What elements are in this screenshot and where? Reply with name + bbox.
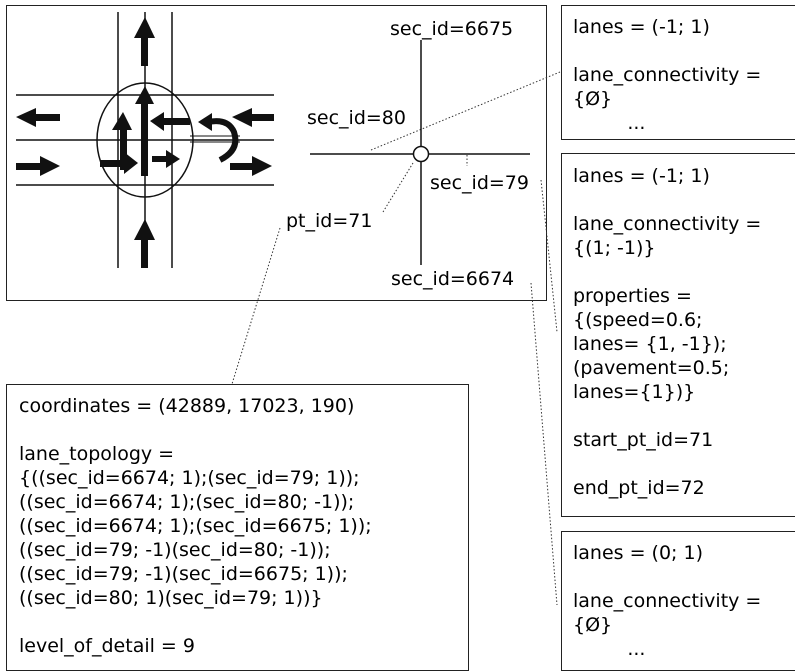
arrow-inner-left-stem (120, 125, 127, 170)
arrow-right-2-head (252, 156, 272, 176)
text-line: (pavement=0.5; (573, 357, 730, 379)
arrow-inner-left-head (112, 112, 132, 130)
text-line: lanes = (-1; 1) (573, 165, 710, 187)
text-line: ... (573, 638, 646, 660)
text-line: lane_connectivity = (573, 64, 762, 86)
info-box-pt71: coordinates = (42889, 17023, 190) lane_t… (6, 384, 469, 671)
u-turn-arrow-head (198, 113, 212, 131)
junction-ellipse (96, 82, 194, 198)
arrow-up-bottom (141, 238, 148, 268)
text-line: {Ø} (573, 614, 613, 636)
arrow-left-1 (34, 114, 60, 121)
text-line: lanes = (-1; 1) (573, 16, 710, 38)
arrow-inner-right-head (124, 152, 138, 174)
arrow-left-1-head (16, 108, 36, 127)
label-sec-6675: sec_id=6675 (390, 18, 513, 40)
text-line: lanes={1})} (573, 381, 696, 403)
arrow-up-top-head (134, 17, 155, 38)
arrow-left-2-head (232, 108, 252, 127)
text-line: {Ø} (573, 88, 613, 110)
arrow-right-2 (230, 163, 254, 170)
label-sec-6674: sec_id=6674 (391, 268, 514, 290)
text-line: ... (573, 112, 646, 134)
info-box-sec80-text: lanes = (-1; 1) lane_connectivity ={Ø} .… (573, 15, 761, 135)
text-line: {((sec_id=6674; 1);(sec_id=79; 1)); (19, 467, 360, 489)
text-line: {(1; -1)} (573, 237, 656, 259)
arrow-right-1-head (40, 156, 60, 176)
arrow-right-1 (16, 163, 42, 170)
point-node-71 (412, 145, 430, 163)
arrow-inner-left2-stem (160, 118, 190, 125)
label-pt-71: pt_id=71 (286, 210, 372, 232)
label-sec-79: sec_id=79 (430, 172, 529, 194)
text-line: ((sec_id=80; 1)(sec_id=79; 1))} (19, 587, 323, 609)
text-line (19, 610, 372, 634)
arrow-inner-turn-head (166, 150, 180, 168)
leader-pt71-node (382, 162, 414, 213)
text-line: ((sec_id=79; -1)(sec_id=6675; 1)); (19, 563, 348, 585)
info-box-sec80: lanes = (-1; 1) lane_connectivity ={Ø} .… (561, 5, 795, 140)
arrow-left-2 (250, 114, 274, 121)
text-line: level_of_detail = 9 (19, 635, 195, 657)
info-box-sec6674: lanes = (0; 1) lane_connectivity ={Ø} ..… (561, 531, 795, 671)
text-line (573, 565, 761, 589)
text-line: ((sec_id=79; -1)(sec_id=80; -1)); (19, 539, 331, 561)
text-line: lane_connectivity = (573, 590, 762, 612)
leader-lines (231, 71, 561, 606)
arrow-inner-left2-head (150, 112, 164, 131)
leader-sec80 (370, 71, 561, 151)
text-line: start_pt_id=71 (573, 429, 714, 451)
arrow-inner-right-stem (100, 160, 130, 167)
text-line: properties = (573, 285, 692, 307)
text-line: ((sec_id=6674; 1);(sec_id=6675; 1)); (19, 515, 372, 537)
text-line (573, 39, 761, 63)
text-line: {(speed=0.6; (573, 309, 703, 331)
info-box-pt71-text: coordinates = (42889, 17023, 190) lane_t… (19, 394, 372, 658)
arrow-inner-straight (141, 100, 148, 176)
text-line (573, 260, 761, 284)
text-line: lane_connectivity = (573, 213, 762, 235)
text-line: lanes = (0; 1) (573, 542, 703, 564)
u-turn-arrow (207, 118, 239, 163)
text-line: coordinates = (42889, 17023, 190) (19, 395, 355, 417)
arrow-up-top (141, 36, 148, 66)
intersection-diagram-frame (6, 5, 547, 301)
text-line: ((sec_id=6674; 1);(sec_id=80; -1)); (19, 491, 355, 513)
arrow-inner-turn-stem (152, 156, 172, 162)
leader-sec79 (540, 179, 558, 333)
text-line (573, 404, 761, 428)
info-box-sec6674-text: lanes = (0; 1) lane_connectivity ={Ø} ..… (573, 541, 761, 661)
topology-lines (310, 40, 530, 265)
text-line: lane_topology = (19, 443, 175, 465)
text-line (573, 452, 761, 476)
leader-sec6674 (530, 282, 558, 606)
arrow-up-bottom-head (134, 219, 155, 240)
text-line: lanes= {1, -1}); (573, 333, 727, 355)
lane-arrows (16, 17, 274, 268)
leader-pt71 (231, 227, 281, 385)
text-line (573, 188, 761, 212)
text-line: end_pt_id=72 (573, 477, 705, 499)
text-line (19, 418, 372, 442)
info-box-sec79-text: lanes = (-1; 1) lane_connectivity ={(1; … (573, 164, 761, 500)
label-sec-80: sec_id=80 (307, 107, 406, 129)
info-box-sec79: lanes = (-1; 1) lane_connectivity ={(1; … (561, 153, 795, 517)
arrow-inner-straight-head (135, 86, 154, 104)
